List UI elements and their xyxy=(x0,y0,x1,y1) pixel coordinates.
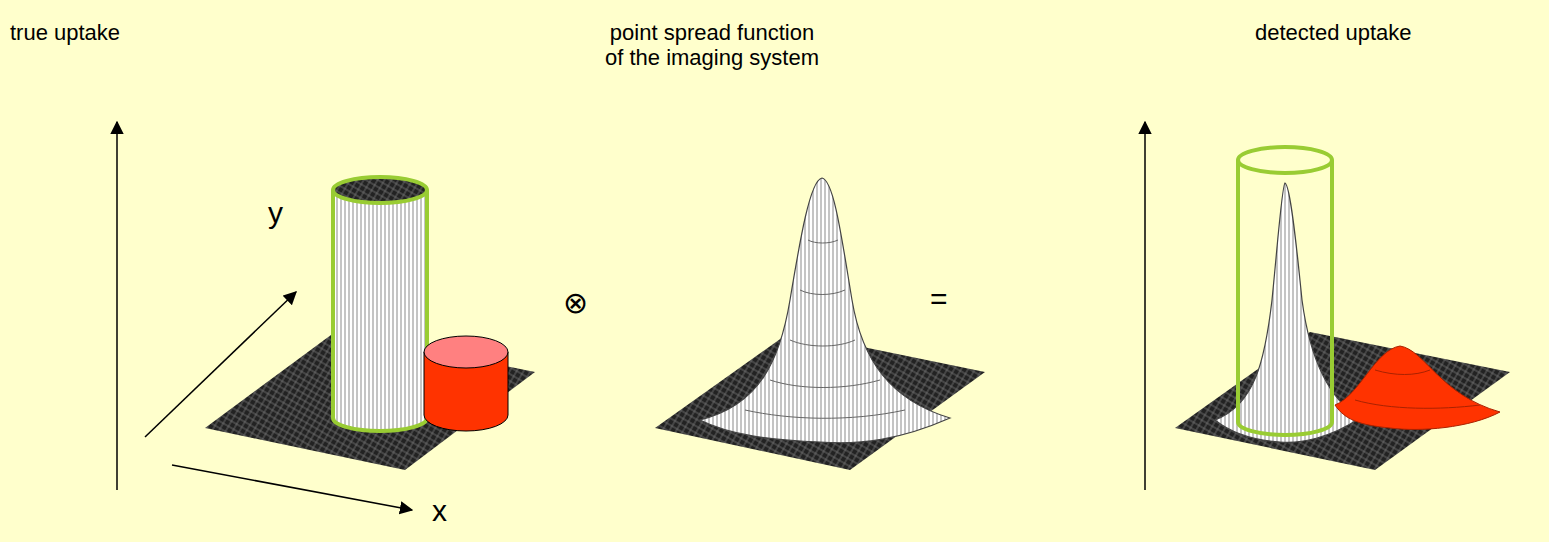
x-axis xyxy=(172,465,412,510)
axis-label: y xyxy=(268,196,283,231)
panel-title: true uptake xyxy=(10,20,120,45)
panel-title: detected uptake xyxy=(1255,20,1412,45)
ground-plane xyxy=(1175,332,1510,470)
true-uptake-cylinder xyxy=(333,177,427,431)
detected-uptake-surface xyxy=(1215,147,1500,442)
small-uptake-cylinder xyxy=(424,336,508,431)
operator-symbol: = xyxy=(930,282,948,317)
panel-title: point spread function of the imaging sys… xyxy=(600,20,824,71)
point-spread-function xyxy=(700,178,950,443)
z-axis xyxy=(1144,122,1146,490)
axis-label: x xyxy=(432,494,447,529)
operator-symbol: ⊗ xyxy=(563,286,588,321)
z-axis xyxy=(116,122,118,490)
